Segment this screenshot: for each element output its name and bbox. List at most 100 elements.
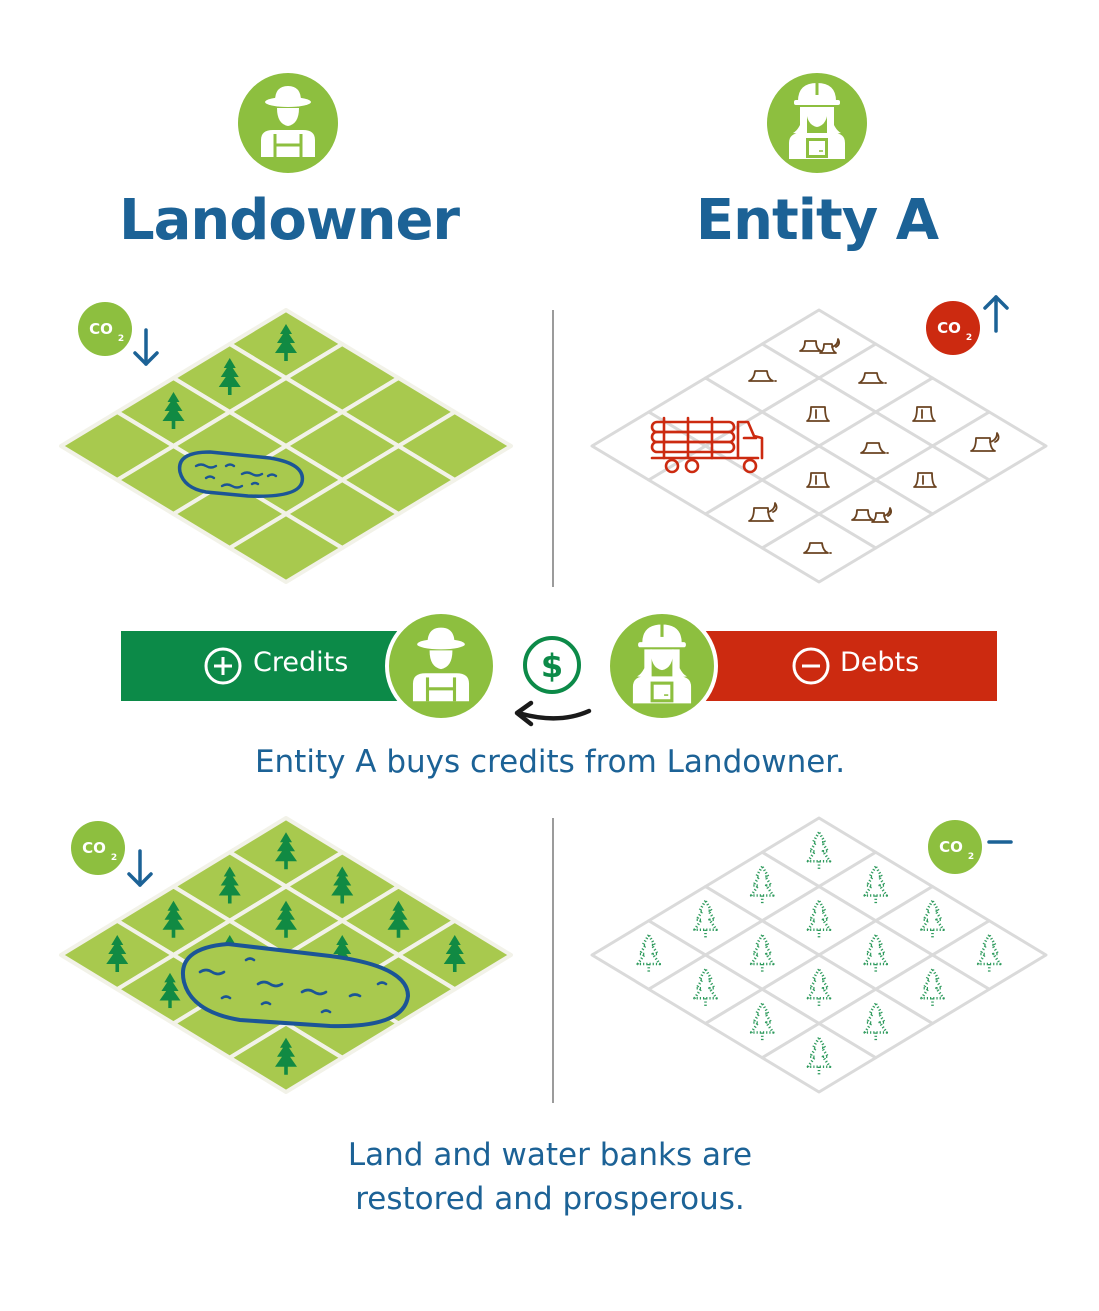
co2-badge-circle — [71, 821, 125, 875]
tree-crown — [331, 866, 354, 896]
hat-crown — [275, 86, 301, 101]
minus-ring — [792, 647, 830, 685]
sapling-icon — [636, 933, 662, 972]
pine-tree-icon — [159, 972, 181, 1009]
co2-badge-circle — [78, 302, 132, 356]
stump-sprout — [883, 507, 893, 517]
worker-icon — [632, 624, 692, 704]
tree-trunk — [284, 352, 288, 361]
water-ripple — [250, 481, 260, 486]
tree-stump-icon — [851, 507, 893, 523]
sapling-outline — [749, 865, 775, 897]
logging-truck-icon — [650, 416, 764, 474]
tree-trunk — [168, 999, 172, 1009]
tree-crown — [275, 900, 297, 930]
arrow-head — [127, 872, 153, 887]
truck-cab — [736, 420, 764, 460]
farmer-head — [277, 108, 299, 126]
tree-stump-icon — [748, 370, 777, 382]
co2-badge-text: CO — [89, 320, 113, 338]
farmer-icon — [412, 627, 470, 702]
stump-body — [819, 343, 837, 354]
sapling-outline — [749, 1002, 775, 1034]
exchange-caption: Entity A buys credits from Landowner. — [254, 744, 846, 780]
landowner-avatar — [234, 69, 342, 177]
sapling-icon — [806, 899, 832, 938]
sapling-icon — [863, 1002, 889, 1041]
co2-badge: CO2 — [926, 295, 1009, 355]
grid-tile — [760, 512, 878, 584]
pine-tree-icon — [218, 358, 241, 395]
sapling-icon — [806, 830, 832, 870]
sapling-icon — [749, 933, 775, 972]
pine-tree-icon — [218, 866, 241, 904]
landowner-avatar — [385, 610, 497, 722]
worker-face — [806, 107, 828, 127]
tree-trunk — [284, 860, 288, 870]
pine-tree-icon — [443, 935, 466, 972]
co2-badge-subscript: 2 — [118, 334, 124, 344]
tree-trunk — [396, 928, 401, 938]
sapling-outline — [920, 899, 945, 932]
sapling-outline — [749, 933, 775, 966]
tree-trunk — [227, 386, 232, 395]
worker-face — [650, 649, 674, 671]
tree-crown — [275, 832, 297, 862]
water-ripple — [260, 1001, 272, 1006]
sapling-outline — [920, 967, 945, 1000]
plus-circle-icon — [204, 647, 242, 685]
worker-hair — [827, 107, 841, 135]
tree-stump-icon — [912, 406, 936, 422]
pine-tree-icon — [275, 324, 297, 361]
stump-sprout — [831, 338, 841, 348]
farmer-icon — [261, 86, 315, 157]
sapling-outline — [806, 967, 832, 1000]
stump-body — [860, 442, 886, 454]
sapling-icon — [749, 865, 775, 904]
worker-hair — [672, 649, 687, 679]
stump-body — [858, 372, 884, 384]
co2-badge: CO2 — [928, 820, 1013, 874]
carried-box-face — [653, 684, 671, 700]
minus-circle-icon — [792, 647, 830, 685]
pine-tree-icon — [275, 900, 297, 938]
stump-sprout — [989, 432, 1000, 443]
sapling-icon — [976, 933, 1002, 972]
arrow-head — [133, 351, 159, 366]
water-ripple — [348, 993, 362, 998]
tree-crown — [443, 935, 466, 964]
stump-body — [871, 512, 889, 523]
pine-tree-icon — [162, 392, 185, 429]
credits-label: Credits — [253, 647, 349, 678]
co2-badge: CO2 — [71, 821, 153, 887]
worker-icon — [789, 83, 845, 159]
sapling-icon — [693, 899, 718, 938]
tree-stump-icon — [806, 406, 830, 422]
truck-wheel — [684, 458, 700, 474]
entity-a-avatar — [606, 610, 718, 722]
sapling-outline — [693, 967, 718, 1000]
tree-stump-icon — [806, 472, 830, 488]
arrow-head — [514, 700, 534, 727]
co2-badge-subscript: 2 — [968, 852, 974, 862]
sapling-outline — [863, 865, 889, 897]
tree-stump-icon — [860, 442, 889, 454]
water-ripple — [376, 981, 388, 986]
sapling-icon — [920, 967, 945, 1007]
stump-body — [970, 437, 996, 452]
carried-box-face — [809, 141, 825, 155]
co2-badge-circle — [928, 820, 982, 874]
arrow-head — [983, 295, 1009, 310]
stump-body — [803, 542, 829, 554]
stump-body — [806, 472, 830, 488]
transaction-row — [121, 631, 997, 701]
grid-tile — [760, 1022, 878, 1094]
entity-a-plot-after — [590, 816, 1048, 1094]
tree-trunk — [452, 963, 457, 972]
sapling-outline — [693, 899, 718, 932]
debts-bar — [690, 631, 997, 701]
hard-hat-brim — [638, 642, 686, 648]
debts-label: Debts — [840, 647, 920, 678]
tree-trunk — [115, 963, 120, 972]
